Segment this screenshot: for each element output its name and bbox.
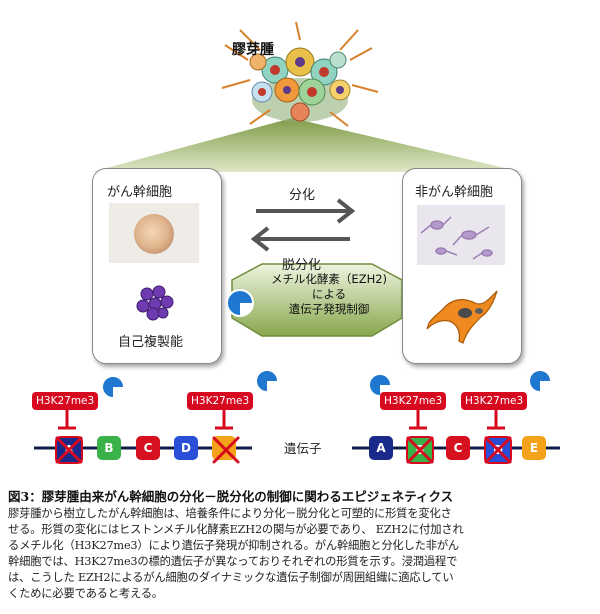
dedifferentiation-label: 脱分化 xyxy=(282,258,322,273)
caption-line: るメチル化（H3K27me3）により遺伝子発現が抑制される。がん幹細胞と分化した… xyxy=(8,539,460,552)
differentiation-arrow xyxy=(256,198,356,224)
tumor-cluster-icon xyxy=(221,21,379,127)
right-panel: 非がん幹細胞 xyxy=(402,168,522,364)
ezh2-small-icon-2 xyxy=(255,369,279,393)
left-gene-d: D xyxy=(174,436,198,460)
left-gene-c: C xyxy=(136,436,160,460)
differentiated-cells-image xyxy=(417,205,505,265)
left-gene-b: B xyxy=(97,436,121,460)
enzyme-box-text: メチル化酵素（EZH2) による 遺伝子発現制御 xyxy=(254,272,404,317)
mark-left-2: H3K27me3 xyxy=(187,392,254,410)
sphere-image xyxy=(109,203,199,263)
enzyme-line-1: メチル化酵素（EZH2) xyxy=(270,272,388,286)
figure: 膠芽腫 がん幹細胞 自己複製能 非がん幹細胞 xyxy=(32,21,560,464)
ezh2-small-icon-4 xyxy=(528,369,552,393)
figure-caption: 図3：膠芽腫由来がん幹細胞の分化－脱分化の制御に関わるエピジェネティクス 膠芽腫… xyxy=(8,486,596,602)
genes-label: 遺伝子 xyxy=(284,441,322,456)
dedifferentiation-arrow xyxy=(250,226,350,252)
differentiated-cell-icon xyxy=(426,290,498,344)
left-panel-title: がん幹細胞 xyxy=(107,185,173,200)
enzyme-line-3: 遺伝子発現制御 xyxy=(288,302,370,316)
ezh2-icon xyxy=(226,289,254,317)
stem-cell-cluster-icon xyxy=(136,285,174,321)
left-panel-caption: 自己複製能 xyxy=(118,335,184,350)
right-gene-c: C xyxy=(446,436,470,460)
repression-x-marks xyxy=(55,436,512,464)
caption-title: 図3：膠芽腫由来がん幹細胞の分化－脱分化の制御に関わるエピジェネティクス xyxy=(8,489,454,504)
caption-line: は、こうした EZH2によるがん細胞のダイナミックな遺伝子制御が周囲組織に適応し… xyxy=(8,571,454,584)
caption-line: 膠芽腫から樹立したがん幹細胞は、培養条件により分化－脱分化と可塑的に形質を変化さ xyxy=(8,507,452,520)
left-panel: がん幹細胞 自己複製能 xyxy=(92,168,222,364)
caption-line: せる。形質の変化にはヒストンメチル化酵素EZH2の関与が必要であり、 EZH2に… xyxy=(8,523,464,536)
mark-right-2: H3K27me3 xyxy=(461,392,528,410)
enzyme-line-2: による xyxy=(311,287,347,301)
figure-graphics xyxy=(34,21,560,450)
right-gene-e: E xyxy=(522,436,546,460)
mark-left-1: H3K27me3 xyxy=(32,392,99,410)
right-gene-a: A xyxy=(369,436,393,460)
cone-shape xyxy=(92,118,522,172)
right-panel-title: 非がん幹細胞 xyxy=(415,185,494,200)
caption-line: 幹細胞では、H3K27me3の標的遺伝子が異なっておりそれぞれの形質を示す。浸潤… xyxy=(8,555,458,568)
tumor-label: 膠芽腫 xyxy=(232,42,274,58)
caption-line: くために必要であると考える。 xyxy=(8,587,163,600)
differentiation-label: 分化 xyxy=(289,188,316,203)
ezh2-small-icon-1 xyxy=(101,375,125,399)
mark-right-1: H3K27me3 xyxy=(380,392,447,410)
caption-body: 膠芽腫から樹立したがん幹細胞は、培養条件により分化－脱分化と可塑的に形質を変化さ… xyxy=(8,506,596,602)
